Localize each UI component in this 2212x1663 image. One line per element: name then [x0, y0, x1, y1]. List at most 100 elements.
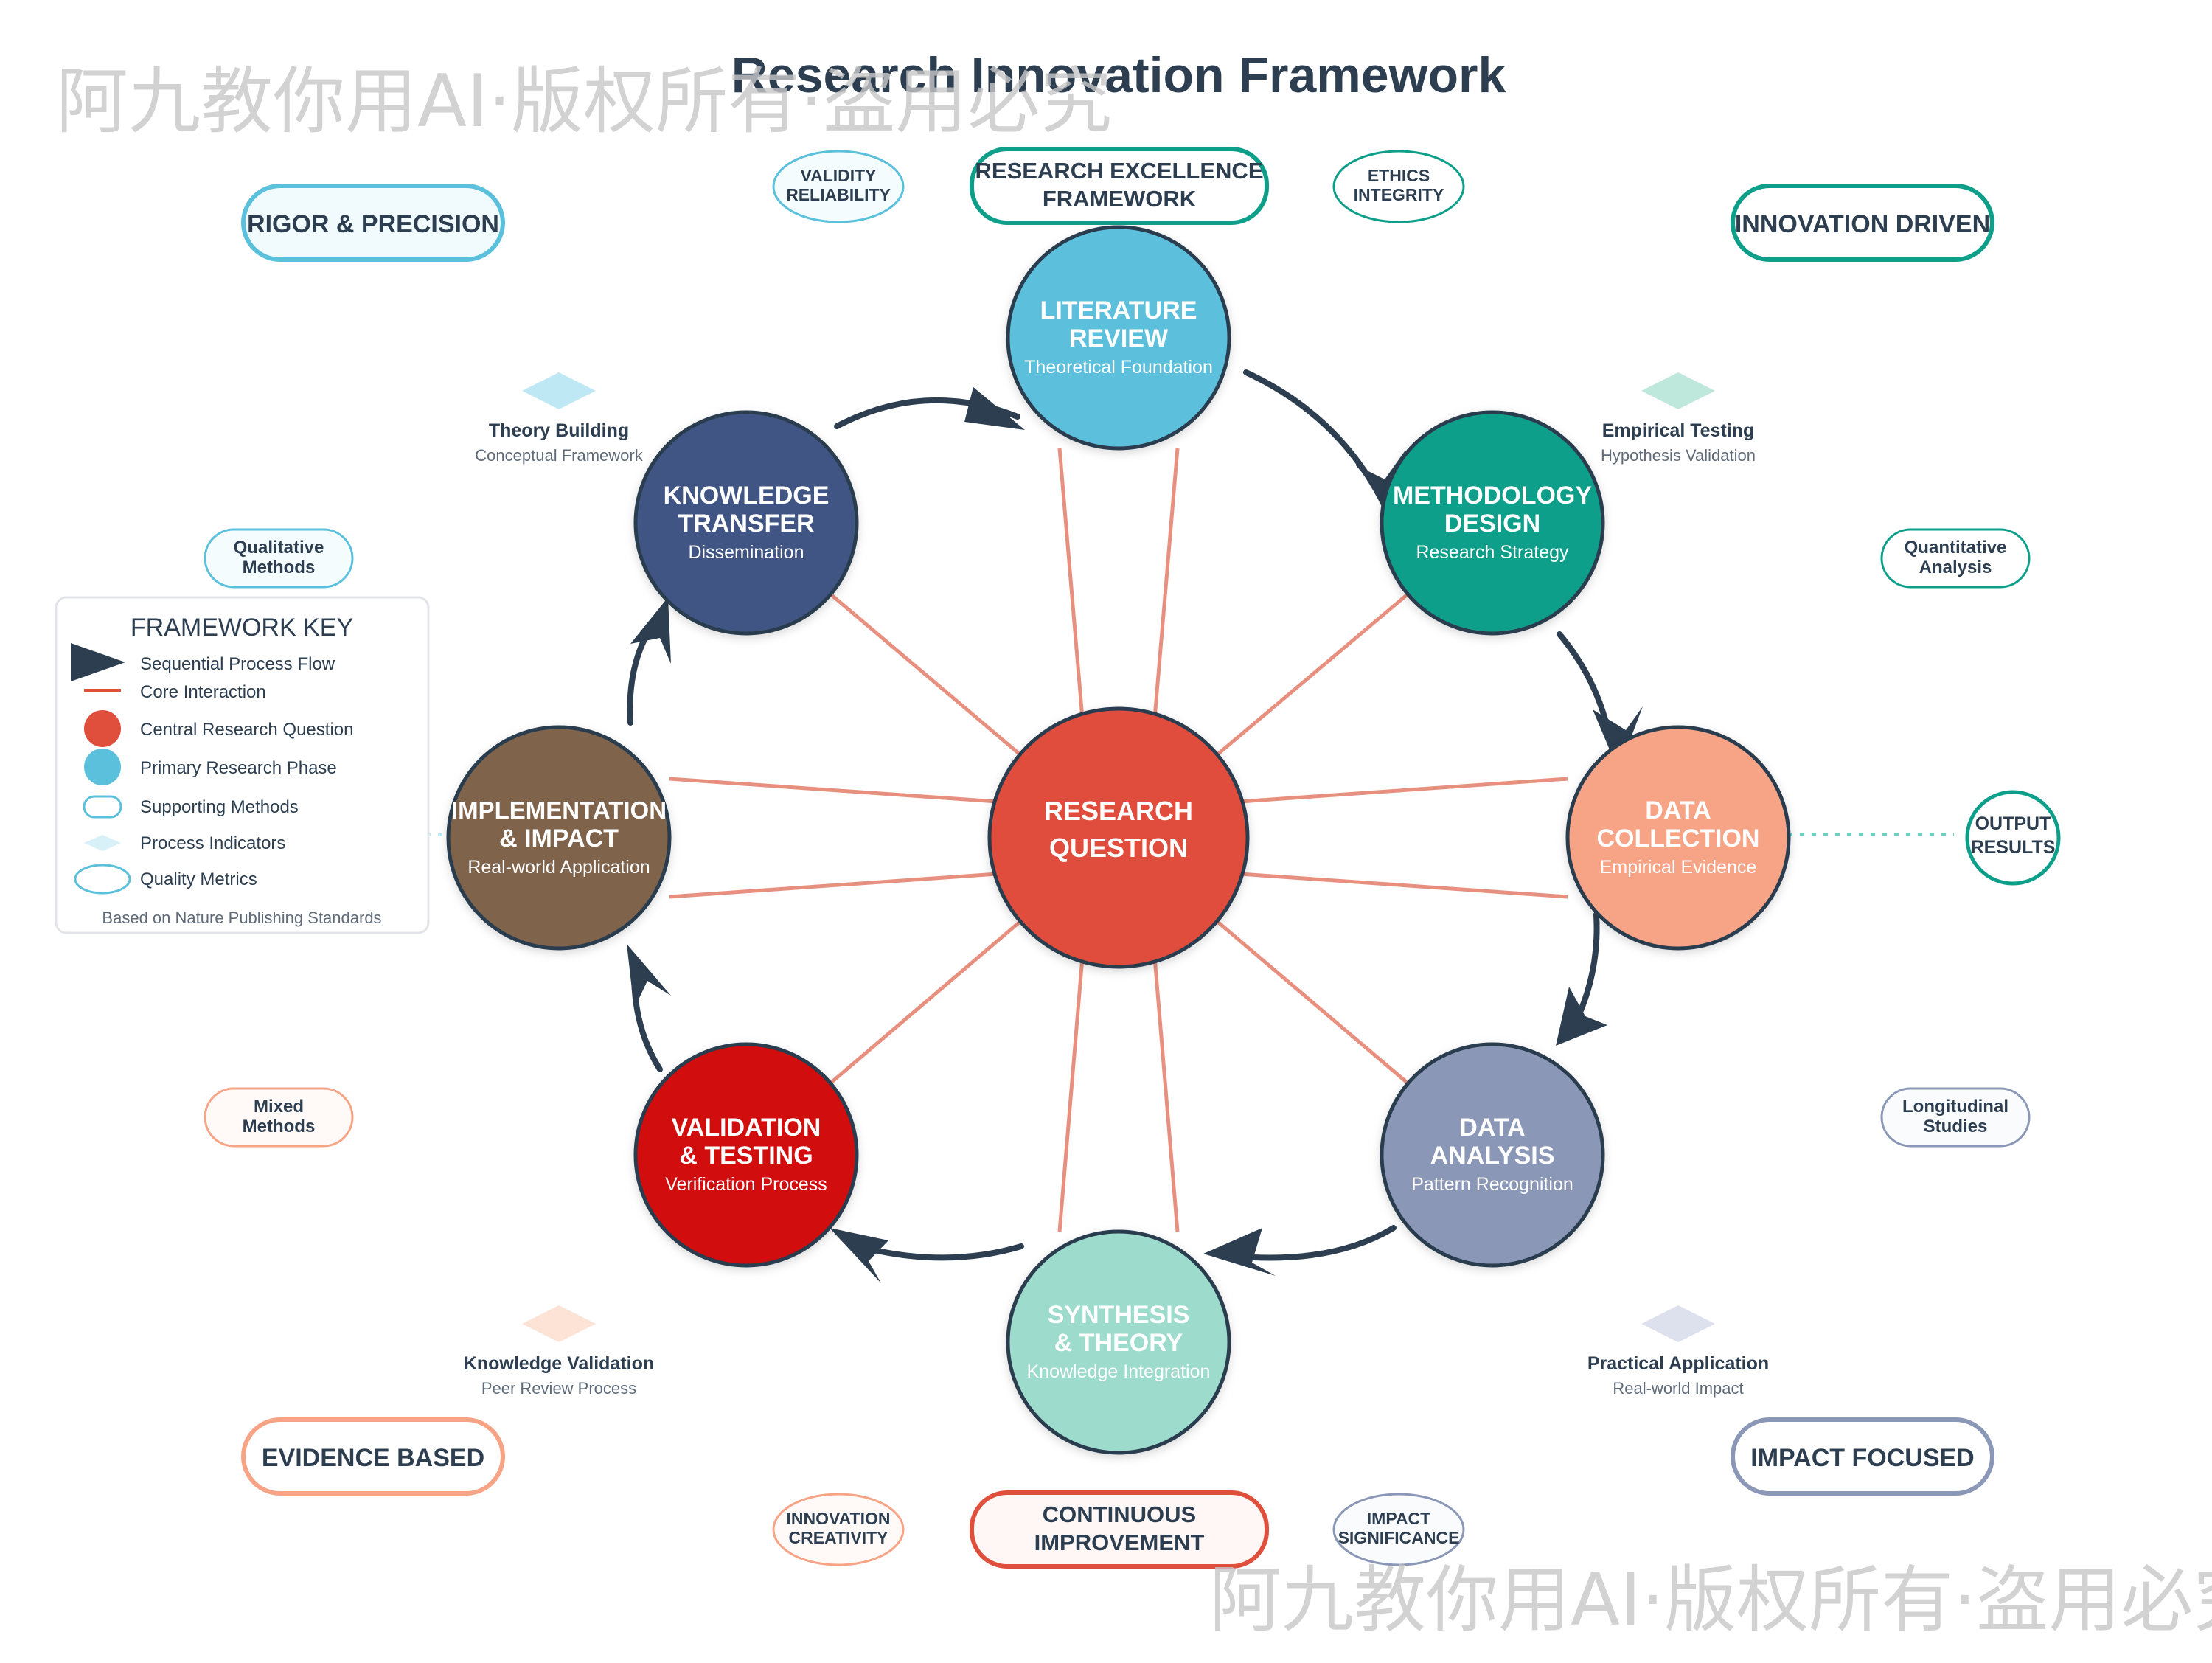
- svg-text:OUTPUT: OUTPUT: [1975, 813, 2051, 834]
- arrowhead-3: [1593, 706, 1643, 771]
- core-interaction-line: [669, 871, 1009, 899]
- indicator-diamond: [522, 372, 596, 409]
- corner-label-impact: IMPACT FOCUSED: [1731, 1417, 1994, 1496]
- svg-text:Process Indicators: Process Indicators: [140, 833, 285, 853]
- svg-text:RESEARCH: RESEARCH: [1044, 796, 1193, 826]
- phase-validation-testing: VALIDATION & TESTING Verification Proces…: [633, 1042, 859, 1268]
- method-qualitative: Qualitative Methods: [204, 528, 354, 589]
- svg-text:Hypothesis Validation: Hypothesis Validation: [1601, 446, 1756, 465]
- legend-methods-icon: [83, 795, 122, 819]
- svg-text:DESIGN: DESIGN: [1444, 510, 1540, 538]
- svg-text:ETHICS: ETHICS: [1368, 166, 1430, 185]
- core-interaction-line: [1228, 871, 1568, 899]
- phase-synthesis-theory: SYNTHESIS & THEORY Knowledge Integration: [1006, 1229, 1231, 1455]
- quality-metric-impact: IMPACT SIGNIFICANCE: [1332, 1493, 1465, 1566]
- core-interaction-line: [1202, 592, 1409, 768]
- legend-center-icon: [84, 710, 121, 747]
- svg-text:KNOWLEDGE: KNOWLEDGE: [664, 482, 830, 510]
- svg-text:Real-world Impact: Real-world Impact: [1613, 1379, 1743, 1398]
- svg-text:INTEGRITY: INTEGRITY: [1354, 185, 1444, 204]
- corner-label-rigor: RIGOR & PRECISION: [241, 184, 505, 262]
- svg-text:Mixed: Mixed: [254, 1097, 304, 1117]
- svg-text:SYNTHESIS: SYNTHESIS: [1048, 1301, 1190, 1329]
- quality-metric-ethics: ETHICS INTEGRITY: [1332, 150, 1465, 223]
- flow-arrow-analysis-to-synthesis: [1251, 1225, 1397, 1261]
- svg-text:SIGNIFICANCE: SIGNIFICANCE: [1338, 1528, 1460, 1547]
- svg-text:RELIABILITY: RELIABILITY: [786, 185, 891, 204]
- svg-text:Pattern Recognition: Pattern Recognition: [1411, 1174, 1573, 1195]
- svg-text:VALIDATION: VALIDATION: [672, 1114, 821, 1142]
- indicator-empirical-testing: Empirical Testing Hypothesis Validation: [1601, 372, 1756, 465]
- arrowhead-1: [964, 387, 1025, 430]
- corner-label-evidence: EVIDENCE BASED: [241, 1417, 505, 1496]
- svg-text:Research Strategy: Research Strategy: [1416, 542, 1569, 563]
- svg-text:QUESTION: QUESTION: [1049, 833, 1188, 863]
- svg-text:& IMPACT: & IMPACT: [499, 824, 619, 853]
- svg-text:Theory Building: Theory Building: [489, 420, 629, 441]
- core-interaction-line: [669, 777, 1009, 805]
- corner-label-innovation: INNOVATION DRIVEN: [1731, 184, 1994, 262]
- indicator-practical-application: Practical Application Real-world Impact: [1587, 1305, 1769, 1398]
- svg-text:Core Interaction: Core Interaction: [140, 682, 266, 702]
- svg-text:IMPACT: IMPACT: [1367, 1509, 1430, 1528]
- arrowhead-7: [627, 944, 671, 1009]
- indicator-theory-building: Theory Building Conceptual Framework: [475, 372, 644, 465]
- svg-text:Methods: Methods: [243, 1117, 316, 1136]
- svg-text:Sequential Process Flow: Sequential Process Flow: [140, 654, 335, 674]
- flow-arrow-synthesis-to-validation: [871, 1243, 1024, 1261]
- page-title: Research Innovation Framework: [731, 47, 1506, 103]
- svg-text:Central Research Question: Central Research Question: [140, 720, 353, 740]
- legend-metric-icon: [74, 864, 131, 895]
- legend-box: [55, 596, 430, 934]
- core-interaction-line: [1057, 448, 1085, 728]
- svg-text:DATA: DATA: [1645, 796, 1711, 824]
- indicator-knowledge-validation: Knowledge Validation Peer Review Process: [464, 1305, 654, 1398]
- legend-arrow-icon: [71, 643, 125, 681]
- svg-text:VALIDITY: VALIDITY: [800, 166, 876, 185]
- svg-text:Knowledge Integration: Knowledge Integration: [1027, 1361, 1211, 1382]
- svg-text:INNOVATION DRIVEN: INNOVATION DRIVEN: [1735, 210, 1990, 238]
- svg-text:Peer Review Process: Peer Review Process: [481, 1379, 636, 1398]
- arrowhead-6: [830, 1228, 888, 1283]
- legend-footer: Based on Nature Publishing Standards: [102, 909, 381, 927]
- continuous-improvement-banner: CONTINUOUS IMPROVEMENT: [970, 1490, 1269, 1569]
- svg-text:METHODOLOGY: METHODOLOGY: [1393, 482, 1592, 510]
- svg-text:Verification Process: Verification Process: [665, 1174, 827, 1195]
- svg-text:IMPROVEMENT: IMPROVEMENT: [1034, 1530, 1205, 1555]
- core-interaction-line: [1228, 777, 1568, 805]
- svg-text:RIGOR & PRECISION: RIGOR & PRECISION: [247, 210, 499, 238]
- svg-text:Knowledge Validation: Knowledge Validation: [464, 1353, 654, 1374]
- svg-text:REVIEW: REVIEW: [1069, 324, 1169, 353]
- flow-arrow-literature-to-methodology: [1243, 369, 1389, 512]
- svg-text:IMPACT FOCUSED: IMPACT FOCUSED: [1750, 1444, 1974, 1472]
- core-interaction-line: [1201, 908, 1410, 1085]
- method-mixed: Mixed Methods: [204, 1087, 354, 1148]
- indicator-diamond: [522, 1305, 596, 1342]
- phase-methodology-design: METHODOLOGY DESIGN Research Strategy: [1380, 410, 1605, 636]
- quality-metric-validity: VALIDITY RELIABILITY: [772, 150, 905, 223]
- core-interaction-line: [1057, 948, 1085, 1232]
- svg-text:Quantitative: Quantitative: [1905, 538, 2007, 558]
- method-longitudinal: Longitudinal Studies: [1880, 1087, 2031, 1148]
- svg-text:Theoretical Foundation: Theoretical Foundation: [1024, 357, 1213, 378]
- svg-text:& THEORY: & THEORY: [1054, 1329, 1183, 1357]
- svg-text:FRAMEWORK: FRAMEWORK: [1043, 186, 1197, 212]
- svg-text:Real-world Application: Real-world Application: [467, 857, 650, 878]
- svg-text:CREATIVITY: CREATIVITY: [788, 1528, 888, 1547]
- svg-text:Empirical Testing: Empirical Testing: [1602, 420, 1755, 441]
- svg-text:& TESTING: & TESTING: [679, 1142, 813, 1170]
- svg-text:IMPLEMENTATION: IMPLEMENTATION: [451, 796, 667, 824]
- svg-text:Primary Research Phase: Primary Research Phase: [140, 758, 337, 778]
- legend-indicator-icon: [84, 835, 121, 851]
- phase-literature-review: LITERATURE REVIEW Theoretical Foundation: [1006, 225, 1231, 451]
- svg-text:Analysis: Analysis: [1919, 558, 1992, 577]
- svg-text:TRANSFER: TRANSFER: [678, 510, 814, 538]
- svg-text:RESULTS: RESULTS: [1971, 837, 2056, 858]
- core-interaction-line: [829, 592, 1036, 768]
- arrowhead-5: [1203, 1228, 1276, 1276]
- svg-text:Practical Application: Practical Application: [1587, 1353, 1769, 1374]
- phase-knowledge-transfer: KNOWLEDGE TRANSFER Dissemination: [633, 410, 859, 636]
- svg-text:Qualitative: Qualitative: [234, 538, 324, 558]
